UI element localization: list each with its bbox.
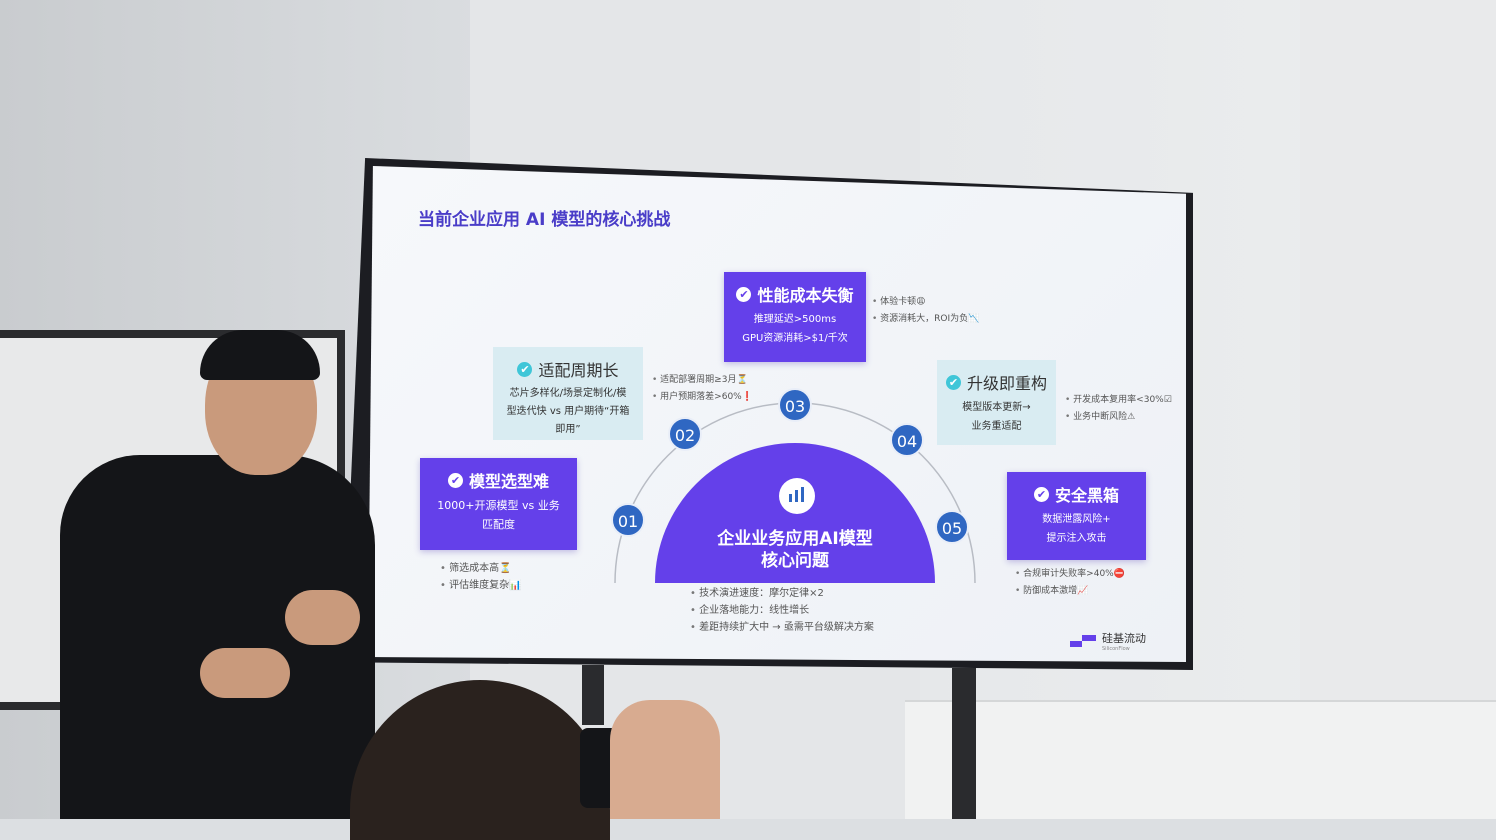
slide-title: 当前企业应用 AI 模型的核心挑战 [418, 210, 671, 230]
challenge-bullets-02: 适配部署周期≥3月⏳用户预期落差>60%❗ [652, 372, 753, 406]
card-desc: 业务重适配 [971, 421, 1022, 432]
logo-name: 硅基流动 [1102, 632, 1146, 645]
center-title: 企业业务应用AI模型 核心问题 [690, 528, 900, 572]
card-desc: 1000+开源模型 vs 业务 [437, 499, 560, 512]
bullet: 资源消耗大，ROI为负📉 [872, 311, 979, 328]
bullet: 业务中断风险⚠ [1065, 409, 1172, 426]
bullet: 合规审计失败率>40%⛔ [1015, 566, 1125, 583]
center-title-line1: 企业业务应用AI模型 [717, 529, 873, 549]
challenge-card-04: ✔ 升级即重构 模型版本更新→ 业务重适配 [937, 360, 1056, 445]
bullet: 适配部署周期≥3月⏳ [652, 372, 753, 389]
check-icon: ✔ [447, 472, 463, 488]
bullet: 开发成本复用率<30%☑ [1065, 392, 1172, 409]
bullet: 防御成本激增📈 [1015, 583, 1125, 600]
challenge-bullets-05: 合规审计失败率>40%⛔防御成本激增📈 [1015, 566, 1125, 600]
card-desc: 即用” [555, 424, 581, 435]
card-title: 性能成本失衡 [757, 286, 854, 305]
challenge-bullets-03: 体验卡顿😩资源消耗大，ROI为负📉 [872, 294, 979, 328]
bullet: 技术演进速度：摩尔定律×2 [690, 585, 874, 602]
cabinet [905, 700, 1496, 819]
tv-stand-left [582, 665, 604, 725]
step-number-02: 02 [668, 417, 702, 451]
bullet: 企业落地能力：线性增长 [690, 602, 874, 619]
card-desc: 芯片多样化/场景定制化/模 [509, 388, 627, 399]
check-icon: ✔ [1033, 486, 1049, 502]
card-desc: 模型版本更新→ [962, 402, 1031, 413]
card-desc: GPU资源消耗>$1/千次 [742, 333, 848, 344]
audience-hand [610, 700, 720, 819]
card-title: 模型选型难 [468, 472, 549, 491]
card-desc: 提示注入攻击 [1046, 533, 1107, 544]
step-number-01: 01 [611, 503, 645, 537]
check-icon: ✔ [517, 361, 533, 377]
center-title-line2: 核心问题 [761, 551, 829, 571]
challenge-card-05: ✔ 安全黑箱 数据泄露风险+ 提示注入攻击 [1007, 472, 1146, 560]
presenter-hair [200, 330, 320, 380]
bullet: 用户预期落差>60%❗ [652, 389, 753, 406]
presenter-hand [200, 648, 290, 698]
challenge-card-02: ✔ 适配周期长 芯片多样化/场景定制化/模型迭代快 vs 用户期待“开箱即用” [493, 347, 643, 440]
card-desc: 推理延迟>500ms [753, 314, 837, 325]
presenter-hand [285, 590, 360, 645]
card-title: 适配周期长 [538, 361, 619, 380]
bullet: 体验卡顿😩 [872, 294, 979, 311]
step-number-05: 05 [935, 510, 969, 544]
challenge-card-01: ✔ 模型选型难 1000+开源模型 vs 业务匹配度 [420, 458, 577, 550]
bullet: 差距持续扩大中 → 亟需平台级解决方案 [690, 619, 874, 636]
card-title: 安全黑箱 [1054, 486, 1119, 505]
right-wall [1300, 0, 1496, 819]
center-bullets: 技术演进速度：摩尔定律×2 企业落地能力：线性增长 差距持续扩大中 → 亟需平台… [690, 585, 874, 636]
logo-mark-icon [1070, 635, 1096, 647]
bullet: 筛选成本高⏳ [440, 560, 522, 577]
step-number-03: 03 [778, 388, 812, 422]
check-icon: ✔ [945, 374, 961, 390]
challenge-bullets-01: 筛选成本高⏳评估维度复杂📊 [440, 560, 522, 594]
card-desc: 型迭代快 vs 用户期待“开箱 [506, 406, 630, 417]
card-title: 升级即重构 [966, 374, 1047, 393]
bullet: 评估维度复杂📊 [440, 577, 521, 594]
check-icon: ✔ [736, 286, 752, 302]
tv-stand-right [952, 668, 976, 819]
logo-sub: SiliconFlow [1102, 646, 1130, 652]
step-number-04: 04 [890, 423, 924, 457]
card-desc: 匹配度 [482, 518, 515, 531]
card-desc: 数据泄露风险+ [1042, 514, 1111, 525]
challenge-bullets-04: 开发成本复用率<30%☑业务中断风险⚠ [1065, 392, 1172, 426]
